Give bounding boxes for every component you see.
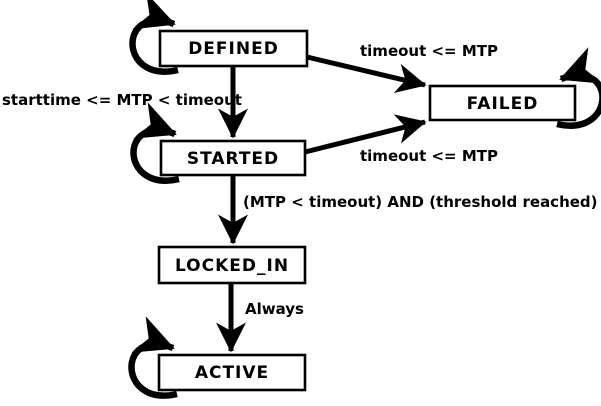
self-loop-started-arrow [130,102,180,184]
edge-label-defined-started: starttime <= MTP < timeout [2,91,242,109]
state-started-box [159,139,307,177]
state-active-label: ACTIVE [195,363,269,383]
state-started-label: STARTED [187,149,279,169]
state-defined-label: DEFINED [188,39,279,59]
self-loop-defined-arrow [129,0,179,75]
state-active-box [157,353,307,392]
state-defined-box [158,29,309,68]
state-failed-box [428,84,577,122]
transition-defined-failed-arrow [306,54,427,94]
state-failed-label: FAILED [467,94,539,114]
self-loop-active-arrow [128,316,178,399]
self-loop-failed-arrow [556,47,601,129]
state-lockedin-label: LOCKED_IN [175,256,289,276]
edge-label-lockedin-active: Always [245,300,304,318]
edge-label-started-failed: timeout <= MTP [360,147,498,165]
state-lockedin-box [157,245,307,285]
edge-label-defined-failed: timeout <= MTP [360,42,498,60]
transition-started-failed-arrow [304,114,427,155]
edge-label-started-lockedin: (MTP < timeout) AND (threshold reached) [243,193,598,211]
